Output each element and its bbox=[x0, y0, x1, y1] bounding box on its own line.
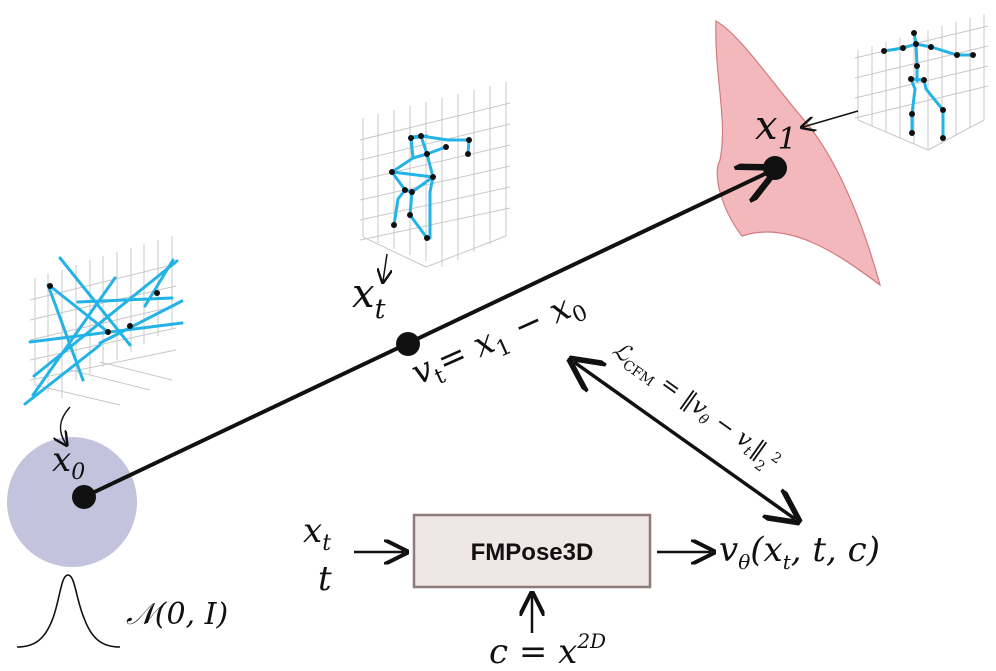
x1-point bbox=[763, 156, 787, 180]
target-distribution-region bbox=[715, 19, 882, 287]
xt-label: xt bbox=[352, 271, 386, 325]
input-xt-label: xt bbox=[303, 511, 331, 556]
noise-to-x0-arrow bbox=[60, 406, 71, 444]
loss-arrow bbox=[574, 362, 795, 519]
loss-equation: ℒCFM = ‖vθ − vt‖22 bbox=[603, 337, 786, 481]
noise-skeleton-plot bbox=[23, 236, 184, 406]
input-t-label: t bbox=[318, 559, 332, 599]
xt-point bbox=[396, 332, 420, 356]
target-skeleton-plot bbox=[854, 14, 989, 151]
intermediate-skeleton-plot bbox=[359, 82, 511, 268]
x1-label: x1 bbox=[755, 103, 797, 157]
plot-to-xt-arrow bbox=[383, 253, 387, 281]
plot-to-x1-arrow bbox=[803, 110, 859, 127]
model-box bbox=[412, 513, 652, 589]
flow-trajectory-line bbox=[85, 171, 771, 498]
svg-text:ℒCFM = ‖vθ − vt‖22: ℒCFM = ‖vθ − vt‖22 bbox=[603, 337, 786, 481]
normal-distribution-label: 𝒩(0, I) bbox=[126, 597, 228, 632]
source-distribution-disk bbox=[7, 437, 137, 567]
model-box-label: FMPose3D bbox=[471, 539, 594, 566]
output-label: vθ(xt, t, c) bbox=[719, 530, 880, 574]
normal-distribution-curve bbox=[16, 574, 121, 648]
x0-point bbox=[72, 485, 96, 509]
x0-label: x0 bbox=[52, 440, 85, 485]
condition-label: c = x2D bbox=[489, 629, 606, 671]
